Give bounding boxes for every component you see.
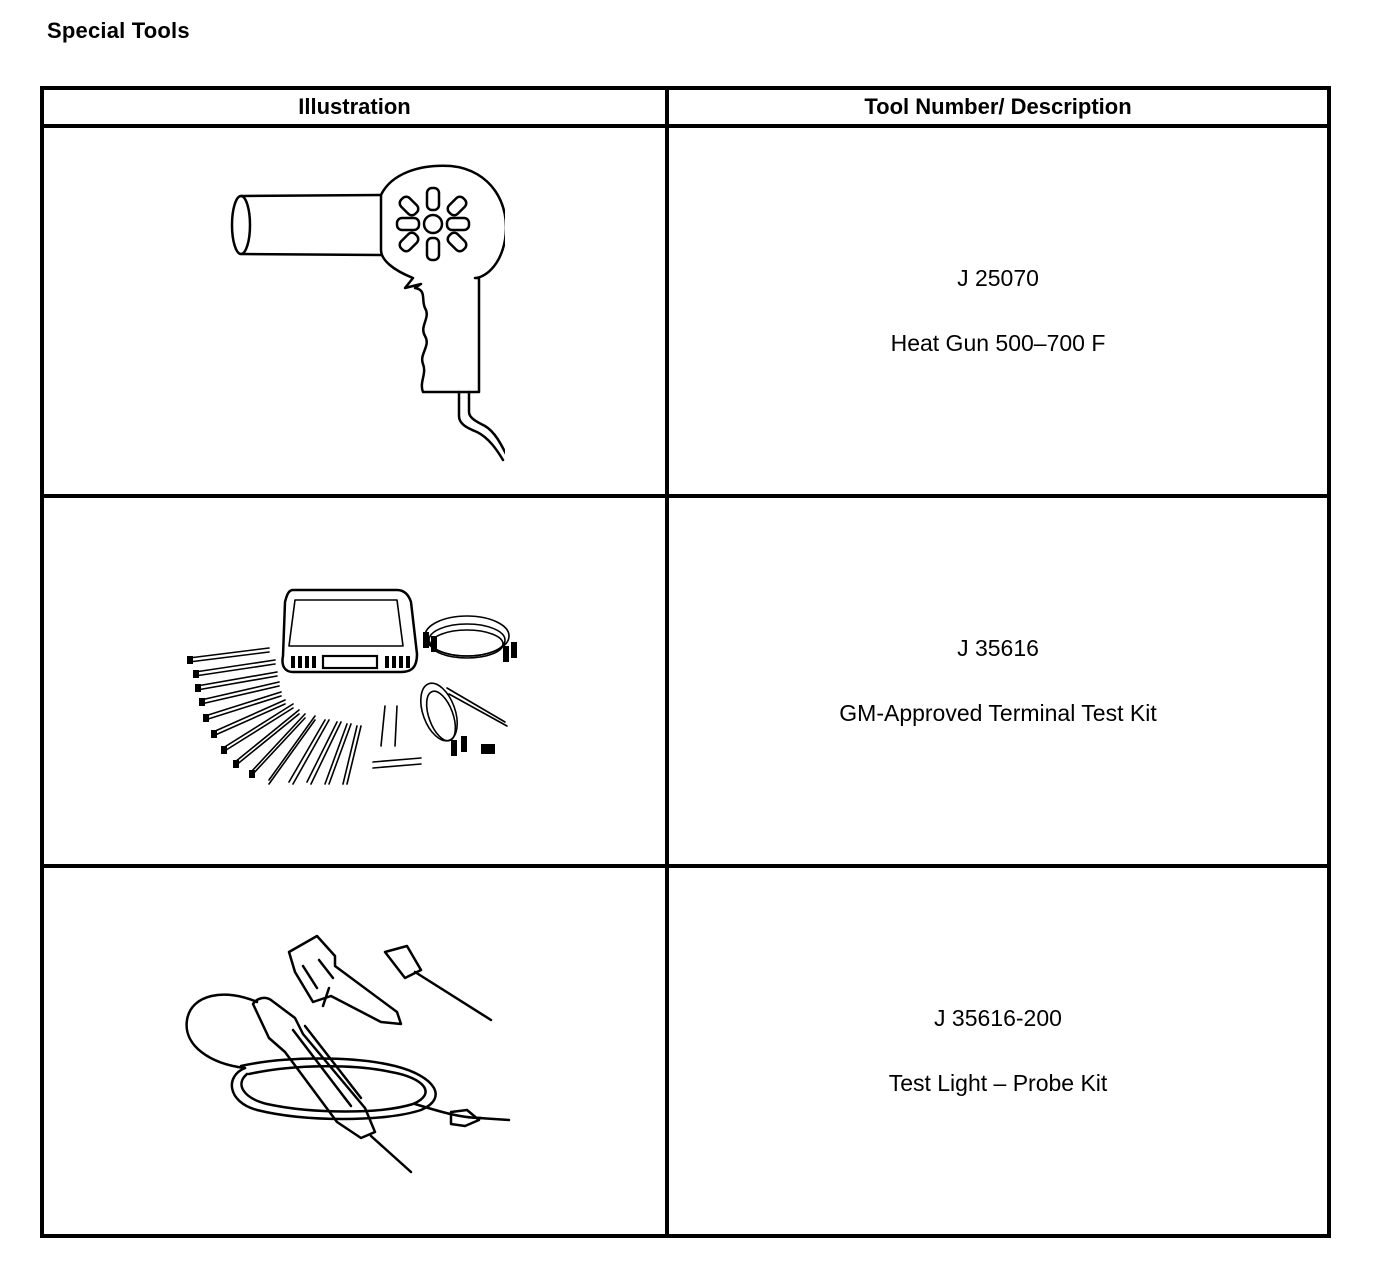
illustration-cell xyxy=(40,124,669,498)
description-cell: J 35616-200 Test Light – Probe Kit xyxy=(665,864,1331,1238)
special-tools-table: Illustration Tool Number/ Description xyxy=(40,86,1331,1238)
description-cell: J 25070 Heat Gun 500–700 F xyxy=(665,124,1331,498)
terminal-test-kit-icon xyxy=(186,588,517,785)
page-title: Special Tools xyxy=(47,18,190,43)
test-light-probe-kit-icon xyxy=(184,934,510,1174)
tool-number: J 35616-200 xyxy=(934,1005,1062,1031)
illustration-cell xyxy=(40,864,669,1238)
table-row: J 25070 Heat Gun 500–700 F xyxy=(40,124,1331,498)
tool-description: Test Light – Probe Kit xyxy=(888,1070,1108,1096)
table-row: J 35616-200 Test Light – Probe Kit xyxy=(40,864,1331,1238)
table-row: J 35616 GM-Approved Terminal Test Kit xyxy=(40,494,1331,868)
table-header-row: Illustration Tool Number/ Description xyxy=(40,86,1331,128)
header-tool-number-description: Tool Number/ Description xyxy=(665,86,1331,128)
description-cell: J 35616 GM-Approved Terminal Test Kit xyxy=(665,494,1331,868)
tool-number: J 35616 xyxy=(957,635,1039,661)
heat-gun-icon xyxy=(230,164,505,462)
tool-description: Heat Gun 500–700 F xyxy=(890,330,1106,356)
tool-number: J 25070 xyxy=(957,265,1039,291)
tool-description: GM-Approved Terminal Test Kit xyxy=(839,700,1157,726)
header-illustration: Illustration xyxy=(40,86,669,128)
illustration-cell xyxy=(40,494,669,868)
